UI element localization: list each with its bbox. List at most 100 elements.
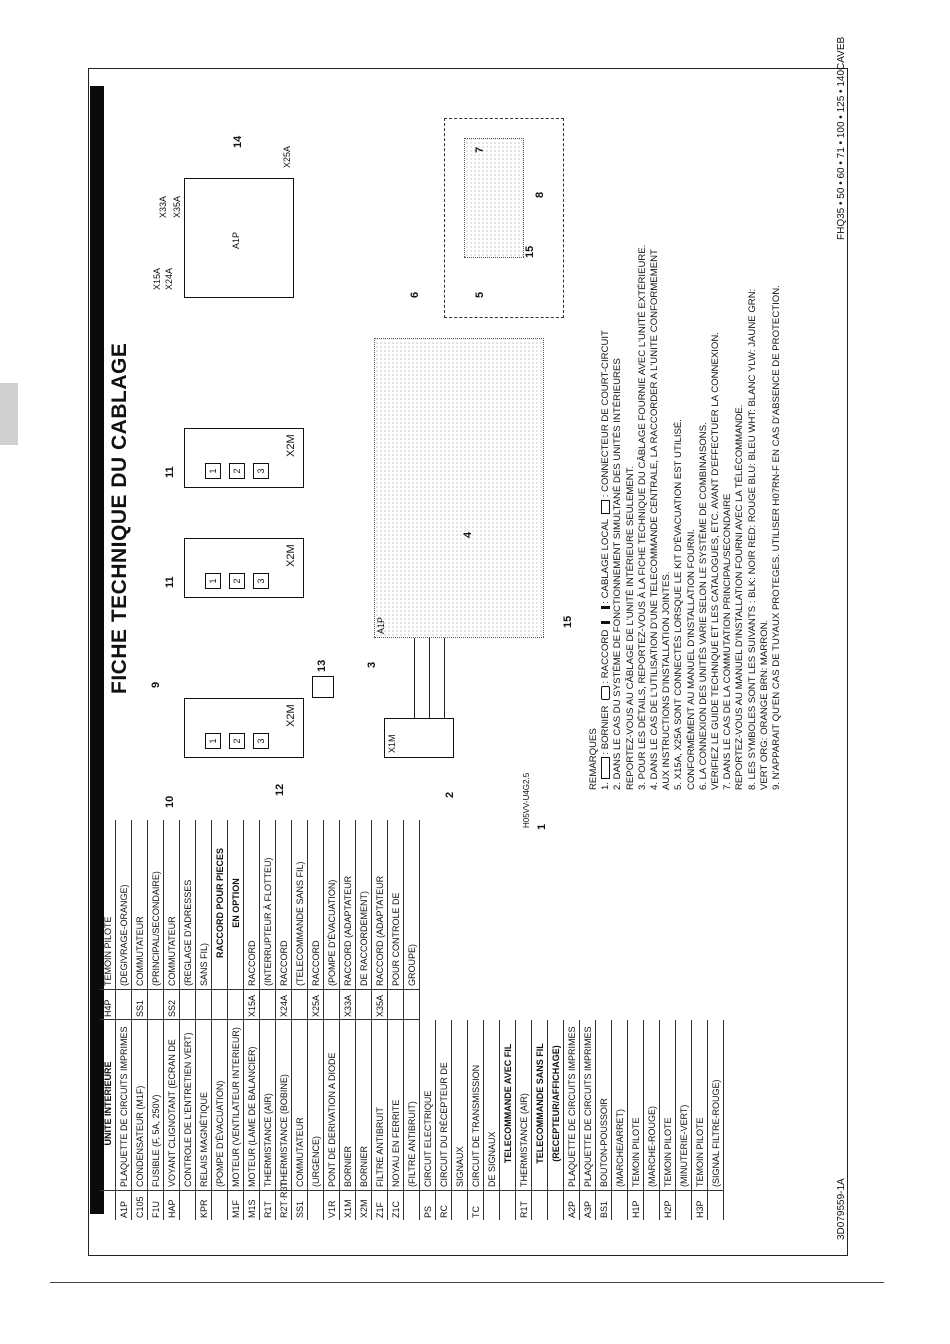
legend-row: (MINUTERIE-VERT) [676, 1020, 692, 1220]
callout-12: 13 [316, 659, 328, 672]
note-line: 8. LES SYMBOLES SONT LES SUIVANTS : BLK:… [746, 288, 758, 790]
legend-code [180, 989, 195, 1019]
legend-description: TEMOIN PILOTE [695, 1117, 705, 1187]
legend-code: KPR [196, 1190, 211, 1220]
legend-description: (MARCHE-ROUGE) [647, 1106, 657, 1187]
legend-code: BS1 [596, 1190, 611, 1220]
note-line: VERIFIEZ LE GUIDE TECHNIQUE ET LES CATAL… [710, 332, 722, 790]
legend-description: CONTROLE DE L'ENTRETIEN VERT) [183, 1032, 193, 1187]
legend-description: TELECOMMANDE AVEC FIL [503, 1043, 513, 1164]
legend-description: (SIGNAL FILTRE-ROUGE) [711, 1079, 721, 1187]
legend-row: (MARCHE-ROUGE) [644, 1020, 660, 1220]
legend-code [212, 1190, 227, 1220]
legend-description: CIRCUIT DU RÉCEPTEUR DE [439, 1062, 449, 1187]
legend-description: THERMISTANCE (BOBINE) [279, 1074, 289, 1187]
legend-description: EN OPTION [231, 878, 241, 928]
callout-11b: 11 [164, 466, 176, 478]
legend-description: RACCORD (ADAPTATEUR [375, 875, 385, 986]
terminal-symbol [601, 757, 611, 780]
note-line: 6. LA CONNEXION DES UNITÉS VARIE SELON L… [697, 422, 709, 790]
x35a-label: X35A [172, 195, 182, 218]
terminal-block-x2m-1: 1 2 3 X2M [184, 698, 304, 758]
box-12 [312, 676, 334, 698]
legend-code: R2T·R3T [276, 1181, 291, 1220]
remote-receiver-a1p: A1P [184, 178, 294, 298]
legend-description: RELAIS MAGNÉTIQUE [199, 1091, 209, 1187]
legend-code: X15A [244, 989, 259, 1019]
legend-description: PLAQUETTE DE CIRCUITS IMPRIMES [583, 1026, 593, 1187]
legend-row: DE RACCORDEMENT) [356, 820, 372, 1019]
legend-code: X24A [276, 989, 291, 1019]
legend-description: DE RACCORDEMENT) [359, 890, 369, 986]
page-frame [88, 68, 848, 1256]
legend-code: TC [468, 1190, 483, 1220]
terminal-block-x2m-2: 1 2 3 X2M [184, 538, 304, 598]
legend-row: (PRINCIPAL/SECONDAIRE) [148, 820, 164, 1019]
note-1-short-circuit: : CONNECTEUR DE COURT-CIRCUIT [600, 330, 612, 498]
terminal-3: 3 [253, 573, 269, 589]
legend-description: SIGNAUX [455, 1146, 465, 1187]
legend-code: H3P [692, 1190, 707, 1220]
legend-code: A1P [116, 1190, 131, 1220]
legend-row: UNITE INTERIEURE [100, 1020, 116, 1220]
legend-row: SANS FIL) [196, 820, 212, 1019]
legend-code: H2P [660, 1190, 675, 1220]
legend-code: V1R [324, 1190, 339, 1220]
legend-row: POUR CONTROLE DE [388, 820, 404, 1019]
legend-description: (INTERRUPTEUR À FLOTTEU) [263, 857, 273, 986]
wire [414, 638, 415, 718]
legend-description: (RECEPTEUR/AFFICHAGE) [551, 1045, 561, 1162]
legend-description: BOUTON-POUSSOIR [599, 1098, 609, 1187]
note-1-number: 1. [600, 781, 612, 790]
legend-description: GROUPE) [407, 943, 417, 986]
legend-description: (MARCHE/ARRET) [615, 1109, 625, 1187]
legend-description: (TELECOMMANDE SANS FIL) [295, 861, 305, 986]
callout-9: 9 [150, 681, 162, 688]
legend-description: MOTEUR (LAME DE BALANCIER) [247, 1046, 257, 1187]
callout-13: 12 [274, 783, 286, 796]
legend-description: NOYAU EN FERRITE [391, 1099, 401, 1187]
x2m-label: X2M [285, 434, 297, 457]
notes-section: REMARQUES 1. : BORNIER : RACCORD : CABLA… [588, 100, 783, 790]
terminal-1: 1 [205, 733, 221, 749]
legend-code: PS [420, 1190, 435, 1220]
legend-row: (DEGIVRAGE-ORANGE) [116, 820, 132, 1019]
legend-row: BS1 BOUTON-POUSSOIR [596, 1020, 612, 1220]
note-line: REPORTEZ-VOUS AU MANUEL D'INSTALLATION F… [734, 404, 746, 790]
legend-code [260, 989, 275, 1019]
legend-code: M1S [244, 1190, 259, 1220]
legend-description: RACCORD [311, 940, 321, 986]
legend-code: RC [436, 1190, 451, 1220]
legend-row: TELECOMMANDE AVEC FIL [500, 1020, 516, 1220]
legend-row: SIGNAUX [452, 1020, 468, 1220]
legend-code [324, 989, 339, 1019]
legend-description: POUR CONTROLE DE [391, 892, 401, 986]
terminal-2: 2 [229, 733, 245, 749]
legend-code: SS2 [164, 989, 179, 1019]
callout-2: 2 [444, 791, 456, 798]
legend-code [404, 1190, 419, 1220]
document-id: 3D079559-1A [836, 1178, 847, 1240]
legend-code: A3P [580, 1190, 595, 1220]
legend-code [100, 1190, 115, 1220]
wire [444, 638, 445, 718]
legend-code: R1T [516, 1190, 531, 1220]
legend-description: (DEGIVRAGE-ORANGE) [119, 884, 129, 986]
legend-description: SANS FIL) [199, 942, 209, 986]
legend-description: FUSIBLE (F, 5A, 250V) [151, 1094, 161, 1187]
page-title: FICHE TECHNIQUE DU CABLAGE [108, 342, 131, 694]
legend-description: PLAQUETTE DE CIRCUITS IMPRIMES [119, 1026, 129, 1187]
note-line: REPORTEZ-VOUS AU CÂBLAGE DE L'UNITÉ INTÉ… [624, 465, 636, 790]
